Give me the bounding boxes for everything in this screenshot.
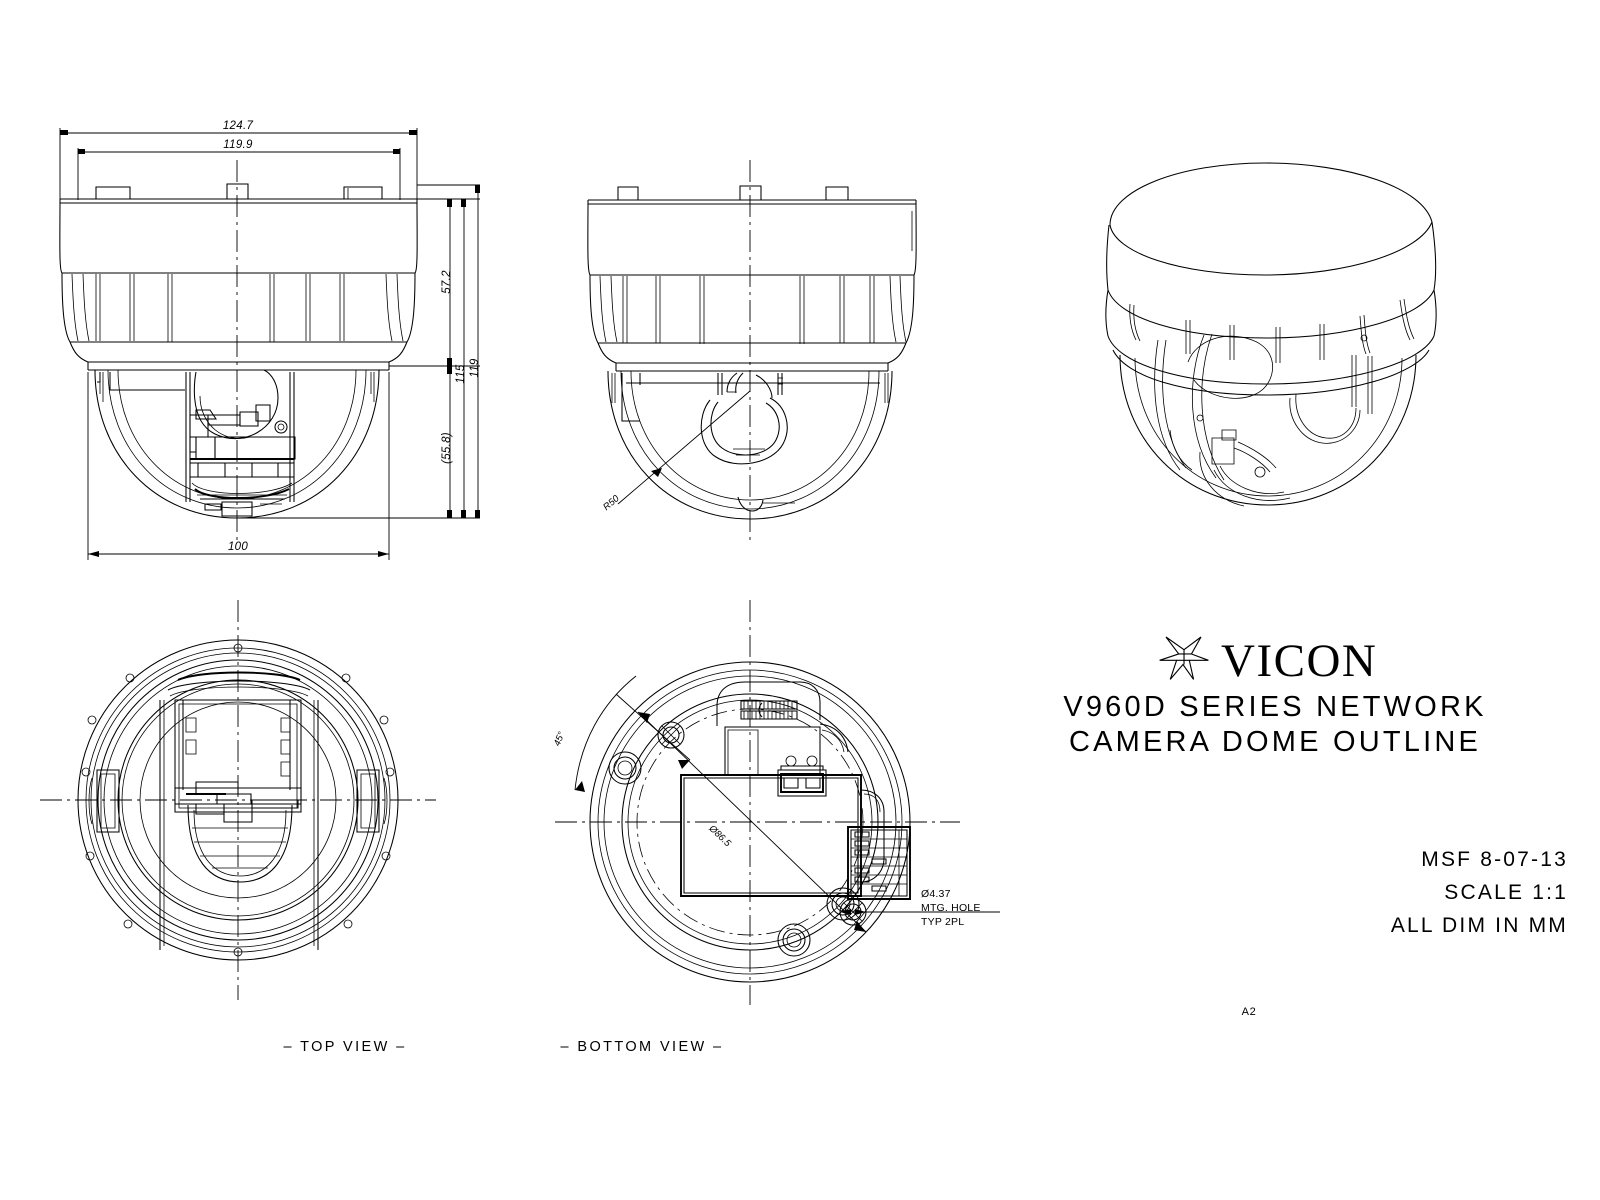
front-view-flange — [69, 341, 408, 371]
mtg-hole-note-line-2: MTG. HOLE — [921, 902, 981, 914]
bottom-view-outer-circle — [589, 661, 911, 983]
dimension-100: 100 — [87, 372, 390, 560]
brand-name: VICON — [1221, 635, 1377, 687]
mtg-hole-note-line-1: Ø4.37 — [921, 888, 951, 900]
side-view-flange — [597, 342, 907, 372]
top-view: – TOP VIEW – — [40, 600, 436, 1055]
mtg-hole-note: Ø4.37 MTG. HOLE TYP 2PL — [840, 888, 1000, 928]
drawing-title-line-1: V960D SERIES NETWORK — [1063, 691, 1486, 723]
side-view-top-tabs — [617, 185, 849, 201]
ribbon-connector — [740, 700, 798, 720]
dimension-119-9-label: 119.9 — [223, 139, 253, 151]
dimension-45-degree-label: 45° — [552, 730, 568, 748]
dimension-100-label: 100 — [228, 541, 248, 553]
scale-note: SCALE 1:1 — [1444, 881, 1568, 904]
mounting-hole-bottom — [777, 923, 811, 957]
dimension-119-label: 119 — [469, 358, 481, 378]
front-view — [59, 160, 418, 545]
top-view-outer-circle — [77, 639, 399, 961]
side-view-dome — [607, 370, 893, 520]
drawn-by-and-date: MSF 8-07-13 — [1421, 848, 1568, 871]
drawing-title-line-2: CAMERA DOME OUTLINE — [1069, 726, 1481, 758]
terminal-block — [777, 755, 827, 797]
vicon-star-icon — [1159, 636, 1209, 680]
dimension-115-label: 115 — [455, 364, 467, 384]
front-view-camera-assembly — [109, 369, 296, 517]
front-view-top-tabs — [95, 183, 383, 200]
dimension-119-9: 119.9 — [77, 139, 401, 200]
mounting-hole-lower-left — [608, 751, 642, 785]
units-note: ALL DIM IN MM — [1391, 914, 1568, 937]
dimension-124-7-label: 124.7 — [223, 120, 254, 132]
top-view-rim-notches — [81, 643, 395, 957]
top-view-caption: – TOP VIEW – — [283, 1039, 406, 1055]
front-view-upper-housing — [59, 198, 418, 274]
mtg-hole-typ-upper-left — [657, 721, 685, 749]
top-view-camera-plate — [159, 671, 319, 950]
bottom-view-chassis — [680, 681, 911, 900]
side-view-rib-band — [589, 274, 915, 344]
dimension-bolt-circle-label: Ø86.5 — [706, 823, 733, 850]
dimension-r50-label: R50 — [601, 493, 622, 513]
side-view-upper-housing — [587, 199, 917, 276]
isometric-dome-interior — [1154, 333, 1373, 507]
dimension-115: 115 — [455, 199, 467, 518]
dimension-55-8: (55.8) — [441, 366, 453, 518]
bottom-view-caption: – BOTTOM VIEW – — [560, 1039, 723, 1055]
side-view: R50 — [587, 160, 917, 545]
dimension-55-8-label: (55.8) — [441, 432, 453, 464]
dimension-57-2: 57.2 — [441, 199, 453, 366]
top-view-side-tabs — [88, 769, 388, 833]
isometric-view — [1105, 162, 1437, 507]
front-view-dimensions: 124.7 119.9 57.2 (55.8) — [59, 120, 481, 560]
bottom-view: 45° Ø86.5 Ø4.37 MTG. HOLE TYP 2PL – BOTT… — [552, 600, 1000, 1055]
dimension-57-2-label: 57.2 — [441, 270, 453, 294]
sheet-size-label: A2 — [1242, 1006, 1257, 1018]
mtg-hole-note-line-3: TYP 2PL — [921, 916, 964, 928]
dimension-119: 119 — [469, 185, 481, 518]
dimension-45-degree: 45° — [552, 675, 691, 792]
dip-switch-bank — [847, 826, 911, 900]
front-view-rib-band — [61, 272, 416, 343]
isometric-ribs — [1129, 298, 1415, 363]
bottom-view-mounting-holes — [608, 721, 867, 957]
dimension-124-7: 124.7 — [59, 120, 418, 200]
title-block: VICON V960D SERIES NETWORK CAMERA DOME O… — [1063, 635, 1568, 1018]
side-view-retainer-ring — [621, 372, 880, 512]
